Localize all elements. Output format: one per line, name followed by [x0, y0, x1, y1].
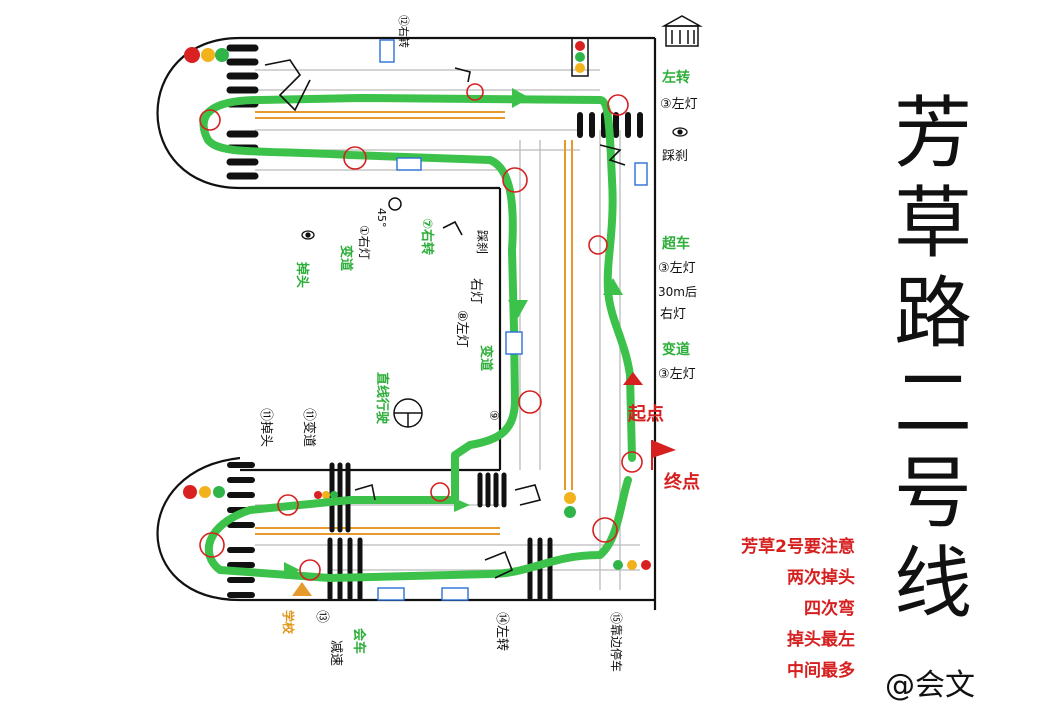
step9-title: 变道: [478, 345, 494, 371]
hand-sketch-icons: [264, 59, 626, 579]
school-crossing-icon: [292, 582, 312, 596]
step10-num: ⑨: [487, 410, 501, 421]
step8-angle: 45°: [375, 208, 388, 228]
end-label: 终点: [664, 471, 700, 493]
steering-wheel-icons: [388, 197, 423, 428]
stripes-top-left: [226, 44, 259, 180]
title-char: 二: [894, 359, 972, 449]
step9-right: 右灯: [468, 278, 483, 304]
step3-brake: 踩刹: [662, 149, 688, 164]
note-line: 四次弯: [804, 598, 855, 619]
notes-block: 芳草2号要注意 两次掉头 四次弯 掉头最左 中间最多: [741, 536, 855, 681]
lane-lines: [255, 69, 640, 590]
note-line: 两次掉头: [787, 567, 855, 588]
start-label: 起点: [627, 403, 664, 425]
step14-title: ⑭左转: [494, 612, 509, 651]
title-char: 芳: [894, 89, 972, 179]
school-label: 学校: [281, 610, 296, 635]
end-flag-icon: [651, 440, 676, 470]
note-line: 芳草2号要注意: [741, 536, 855, 557]
step4-rightlight: 右灯: [660, 307, 686, 322]
school-building-icon: [661, 15, 703, 47]
title-char: 号: [894, 449, 972, 539]
note-line: 中间最多: [787, 660, 855, 681]
step10-title: 直线行驶: [374, 372, 390, 424]
step5-title: 变道: [662, 341, 690, 358]
bus-signs: [377, 39, 648, 601]
step6-title: ⑦右转: [419, 218, 435, 255]
traffic-light-top-left: [184, 47, 229, 63]
step4-title: 超车: [661, 235, 690, 252]
title-char: 草: [894, 179, 972, 269]
step11-lane: ⑪变道: [301, 408, 317, 447]
step8-title: 变道: [338, 245, 354, 271]
step-circles: [199, 83, 643, 581]
step8-light: ①右灯: [357, 225, 372, 260]
title-char: 线: [894, 539, 972, 629]
step9-light: ⑧左灯: [454, 310, 469, 348]
step7-title: 掉头: [294, 262, 310, 288]
step11-uturn: ⑪掉头: [258, 408, 273, 447]
traffic-light-center: [564, 492, 576, 518]
step4-distance: 30m后: [658, 285, 697, 299]
traffic-light-bottom-right: [613, 560, 651, 570]
note-line: 掉头最左: [787, 629, 855, 650]
step4-light: ③左灯: [658, 261, 696, 276]
author-signature: @会文: [885, 668, 975, 703]
step13-num: ⑬: [314, 610, 329, 623]
title-char: 路: [894, 269, 972, 359]
step3-title: 左转: [661, 69, 690, 86]
start-marker-icon: [623, 372, 643, 385]
route-path: [199, 94, 636, 582]
step15-title: ⑮靠边停车: [609, 612, 624, 672]
step6-brake: 踩刹: [475, 230, 489, 254]
traffic-light-bottom-mid: [314, 491, 338, 499]
traffic-light-top-right: [571, 37, 589, 77]
route-arrows: [284, 88, 623, 578]
title-vertical: 芳 草 路 二 号 线: [894, 89, 972, 629]
stripes-top-right: [577, 112, 643, 138]
step12-title: ⑫右转: [397, 15, 411, 48]
traffic-light-bottom-left: [183, 485, 225, 499]
step16-title: 会车: [351, 628, 367, 654]
step13-title: 减速: [328, 640, 343, 666]
center-lines: [255, 111, 573, 535]
step3-light: ③左灯: [660, 97, 698, 112]
eye-icons: [301, 127, 688, 240]
step5-light: ③左灯: [658, 367, 696, 382]
